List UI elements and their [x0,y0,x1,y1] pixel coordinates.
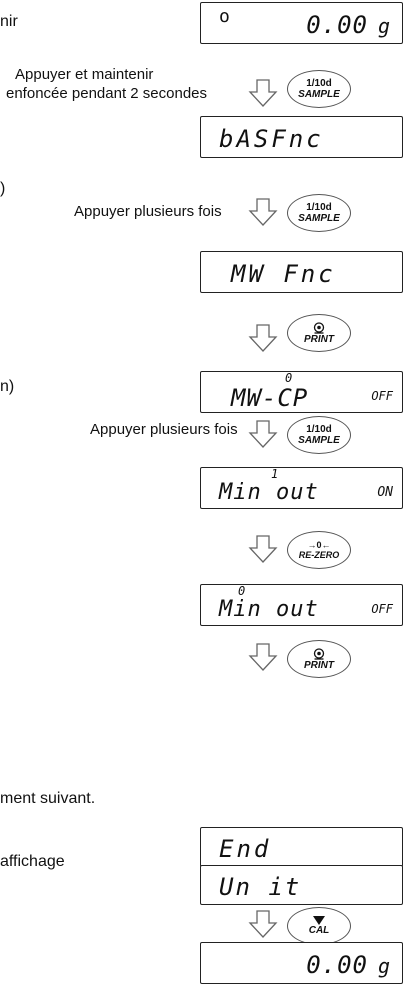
cal-key[interactable]: CAL [287,907,351,945]
display-basfnc: bASFnc [200,116,403,158]
instruction-line-2: enfoncée pendant 2 secondes [6,85,207,102]
sample-key-top: 1/10d [306,423,332,435]
print-icon [313,321,325,334]
display-mw-cp: 0 MW-CP OFF [200,371,403,413]
display-unit: g [377,954,390,978]
display-min-out-off: 0 Min out OFF [200,584,403,626]
display-end: End [200,827,403,867]
down-arrow-icon [248,198,278,226]
rezero-key-bottom: RE-ZERO [298,549,340,560]
left-text-1: nir [0,13,18,30]
display-text: End [219,835,272,863]
sample-key[interactable]: 1/10d SAMPLE [287,70,351,108]
instruction-line-1: Appuyer et maintenir [15,66,154,83]
sample-key-bottom: SAMPLE [298,434,340,446]
display-text: Min out [219,597,319,622]
display-min-out-on: 1 Min out ON [200,467,403,509]
display-text: bASFnc [219,125,324,153]
display-status: ON [377,485,393,500]
display-superscript: 0 [285,371,293,385]
sample-key[interactable]: 1/10d SAMPLE [287,416,351,454]
display-text: Min out [219,480,319,505]
display-value: 0.00 [306,11,368,39]
cal-key-label: CAL [308,925,330,936]
down-arrow-icon [248,420,278,448]
sample-key-bottom: SAMPLE [298,88,340,100]
print-icon [313,647,325,660]
display-superscript: 0 [238,584,246,598]
display-weight-final: 0.00 g [200,942,403,984]
display-status: OFF [371,389,393,403]
display-text: Un it [219,873,302,901]
display-weight-zero: o 0.00 g [200,2,403,44]
display-superscript: 1 [271,467,279,481]
display-mw-fnc: MW Fnc [200,251,403,293]
instruction-press-repeat-1: Appuyer plusieurs fois [74,203,222,220]
print-key[interactable]: PRINT [287,314,351,352]
instruction-press-repeat-2: Appuyer plusieurs fois [90,421,238,438]
display-text: MW Fnc [231,260,336,288]
left-text-2: ) [0,180,6,197]
sample-key[interactable]: 1/10d SAMPLE [287,194,351,232]
left-text-4: ment suivant. [0,790,96,807]
display-value: 0.00 [306,951,368,979]
sample-key-top: 1/10d [306,77,332,89]
instruction-press-hold: Appuyer et maintenir enfoncée pendant 2 … [6,65,207,103]
sample-key-top: 1/10d [306,201,332,213]
display-text: MW-CP [231,384,309,412]
triangle-down-icon [313,916,325,925]
down-arrow-icon [248,643,278,671]
print-key[interactable]: PRINT [287,640,351,678]
display-unit: g [377,14,390,38]
down-arrow-icon [248,324,278,352]
rezero-key[interactable]: →0← RE-ZERO [287,531,351,569]
down-arrow-icon [248,535,278,563]
display-status: OFF [371,602,393,616]
rezero-key-top: →0← [307,539,331,550]
display-unit-menu: Un it [200,865,403,905]
print-key-label: PRINT [304,333,334,345]
down-arrow-icon [248,910,278,938]
left-text-3: n) [0,378,15,395]
sample-key-bottom: SAMPLE [298,212,340,224]
left-text-5: affichage [0,853,65,870]
down-arrow-icon [248,79,278,107]
print-key-label: PRINT [304,659,334,671]
stable-mark: o [219,6,230,27]
